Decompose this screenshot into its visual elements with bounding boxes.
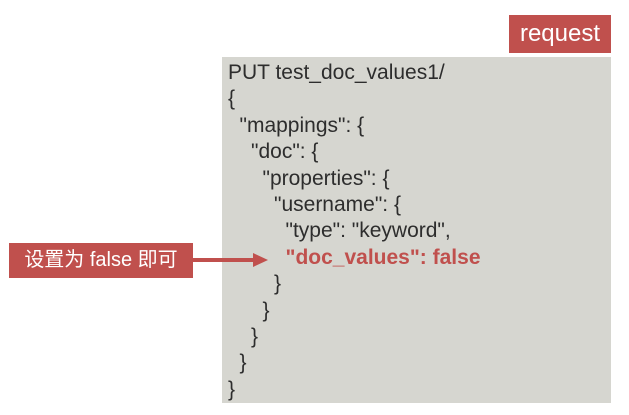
code-line: "properties": {	[222, 166, 611, 192]
request-badge: request	[509, 15, 611, 53]
code-line-text: "doc": {	[251, 140, 319, 164]
code-line: "doc": {	[222, 139, 611, 165]
code-line-text: "mappings": {	[239, 113, 365, 137]
code-line-text: {	[228, 87, 236, 111]
arrow-right-icon	[253, 253, 268, 267]
code-line-text: }	[274, 272, 282, 296]
annotation-callout: 设置为 false 即可	[9, 243, 193, 278]
code-line-text: }	[262, 298, 270, 322]
code-line-text: PUT test_doc_values1/	[228, 61, 445, 84]
code-line-text: "type": "keyword",	[285, 219, 451, 243]
code-block: PUT test_doc_values1/ { "mappings": { "d…	[222, 57, 611, 403]
code-line: }	[222, 350, 611, 376]
code-line-text: }	[251, 324, 259, 348]
code-line: }	[222, 324, 611, 350]
code-line: "type": "keyword",	[222, 218, 611, 244]
code-line: "doc_values": false	[222, 245, 611, 271]
code-line-text: }	[239, 351, 247, 375]
code-line: }	[222, 271, 611, 297]
code-line: {	[222, 86, 611, 112]
code-line: "mappings": {	[222, 113, 611, 139]
code-line: }	[222, 377, 611, 403]
arrow-shaft	[193, 258, 254, 262]
code-line-text: "username": {	[274, 192, 401, 216]
code-line-text: "doc_values": false	[285, 245, 481, 269]
code-line: }	[222, 298, 611, 324]
code-line: PUT test_doc_values1/	[222, 60, 611, 86]
code-line: "username": {	[222, 192, 611, 218]
code-line-text: }	[228, 377, 236, 401]
code-line-text: "properties": {	[262, 166, 390, 190]
